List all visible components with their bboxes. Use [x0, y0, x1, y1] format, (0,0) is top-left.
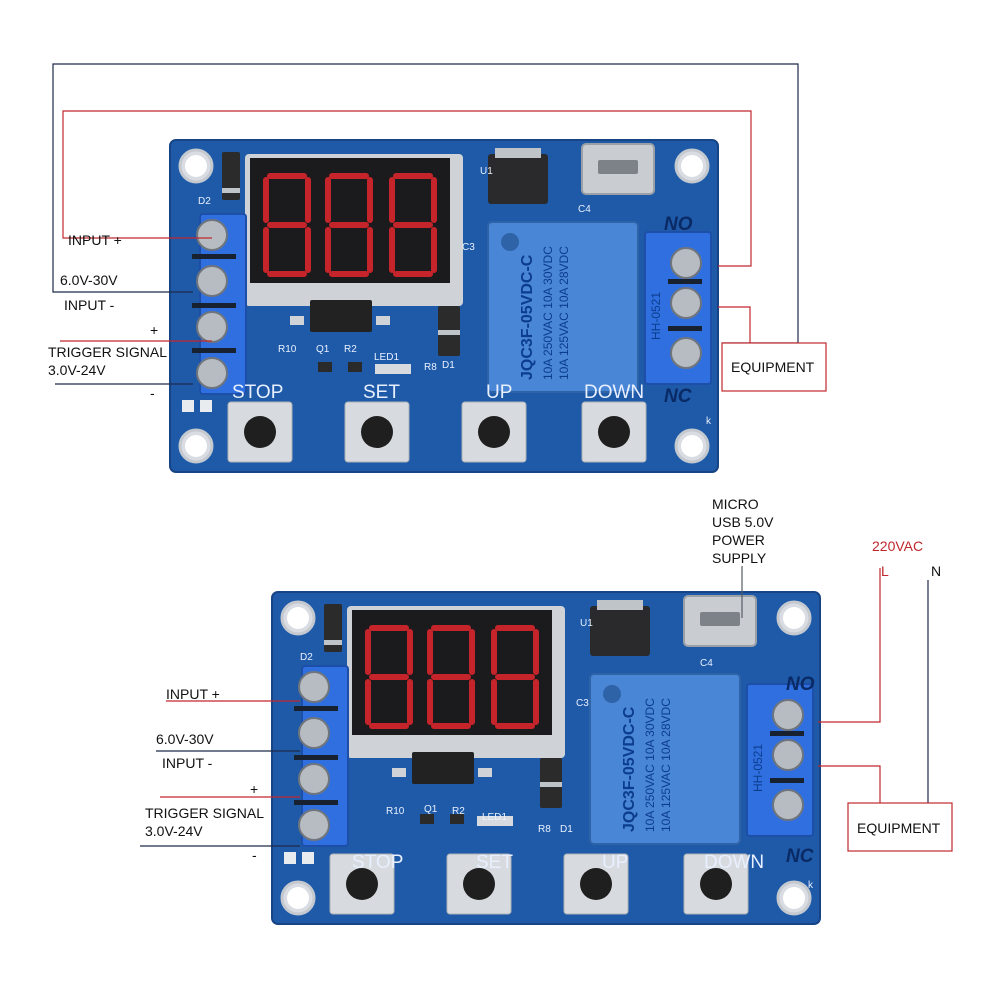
top-silk-d2: D2	[198, 196, 211, 207]
bottom-label-voltage-range: 6.0V-30V	[156, 731, 214, 747]
bottom-silk-u1: U1	[580, 618, 593, 629]
top-silk-u1: U1	[480, 166, 493, 177]
bottom-board: D2 U1 C4 C3 R10 Q1 R2 LED1 R8 D1 k STOP …	[270, 590, 822, 926]
bottom-label-equipment: EQUIPMENT	[857, 820, 941, 836]
bottom-label-trigger-range: 3.0V-24V	[145, 823, 203, 839]
top-label-input-minus: INPUT -	[64, 297, 115, 313]
top-relay-nc-label: NC	[664, 386, 692, 407]
bottom-label-trigger-signal: TRIGGER SIGNAL	[145, 805, 264, 821]
bottom-relay-spec-2: 10A 125VAC 10A 28VDC	[659, 698, 673, 832]
bottom-relay-no-label: NO	[786, 674, 815, 695]
usb-power-line-3: POWER	[712, 532, 765, 548]
bottom-silk-d1: D1	[560, 824, 573, 835]
bottom-silk-d2: D2	[300, 652, 313, 663]
top-board: D2 U1 C4 C3 R10 Q1 R2 LED1 R8 D1 k STOP …	[168, 138, 720, 474]
top-wire-input-plus-to-no	[62, 110, 752, 267]
bottom-silk-r10: R10	[386, 806, 405, 817]
ac-voltage-label: 220VAC	[872, 538, 923, 554]
bottom-silk-k: k	[808, 880, 814, 891]
top-label-trigger-signal: TRIGGER SIGNAL	[48, 344, 167, 360]
top-silk-c3: C3	[462, 242, 475, 253]
bottom-terminal-code: HH-0521	[751, 744, 765, 792]
top-equipment-box	[721, 342, 827, 392]
top-button-set-label: SET	[363, 382, 400, 403]
bottom-silk-led1: LED1	[482, 812, 507, 823]
bottom-silk-c3: C3	[576, 698, 589, 709]
bottom-label-input-minus: INPUT -	[162, 755, 213, 771]
top-label-voltage-range: 6.0V-30V	[60, 272, 118, 288]
top-label-equipment: EQUIPMENT	[731, 359, 815, 375]
top-label-input-plus: INPUT +	[68, 232, 122, 248]
usb-power-label: MICRO USB 5.0V POWER SUPPLY	[712, 496, 774, 566]
bottom-button-set-label: SET	[476, 852, 513, 873]
top-wiring	[52, 63, 827, 392]
bottom-equipment-box	[847, 802, 953, 852]
bottom-label-trigger-minus: -	[252, 847, 257, 863]
bottom-label-trigger-plus: +	[250, 781, 258, 797]
top-silk-k: k	[706, 416, 712, 427]
top-relay-no-label: NO	[664, 214, 693, 235]
top-relay-spec-2: 10A 125VAC 10A 28VDC	[557, 246, 571, 380]
bottom-relay-markings: JQC3F-05VDC-C 10A 250VAC 10A 30VDC 10A 1…	[621, 698, 673, 832]
bottom-relay-model: JQC3F-05VDC-C	[621, 706, 638, 832]
bottom-silk-c4: C4	[700, 658, 713, 669]
bottom-relay-nc-label: NC	[786, 846, 814, 867]
top-button-stop-label: STOP	[232, 382, 283, 403]
line-label: L	[881, 563, 889, 579]
top-silk-q1: Q1	[316, 344, 330, 355]
top-silk-led1: LED1	[374, 352, 399, 363]
bottom-button-up-label: UP	[602, 852, 628, 873]
top-button-down-label: DOWN	[584, 382, 644, 403]
bottom-wire-line-to-no	[818, 568, 881, 723]
bottom-relay-spec-1: 10A 250VAC 10A 30VDC	[643, 698, 657, 832]
top-silk-d1: D1	[442, 360, 455, 371]
bottom-silk-q1: Q1	[424, 804, 438, 815]
top-relay-markings: JQC3F-05VDC-C 10A 250VAC 10A 30VDC 10A 1…	[519, 246, 571, 380]
top-silk-c4: C4	[578, 204, 591, 215]
bottom-button-stop-label: STOP	[352, 852, 403, 873]
top-label-trigger-minus: -	[150, 385, 155, 401]
usb-power-line-4: SUPPLY	[712, 550, 767, 566]
top-silk-r10: R10	[278, 344, 297, 355]
neutral-label: N	[931, 563, 941, 579]
top-label-trigger-plus: +	[150, 322, 158, 338]
top-silk-r8: R8	[424, 362, 437, 373]
top-wire-com-to-equipment	[718, 306, 751, 343]
bottom-button-down-label: DOWN	[704, 852, 764, 873]
bottom-label-input-plus: INPUT +	[166, 686, 220, 702]
top-button-up-label: UP	[486, 382, 512, 403]
top-label-trigger-range: 3.0V-24V	[48, 362, 106, 378]
bottom-wiring	[140, 566, 953, 852]
usb-power-line-1: MICRO	[712, 496, 759, 512]
bottom-silk-r2: R2	[452, 806, 465, 817]
bottom-wire-com-to-equipment	[818, 765, 881, 803]
top-silk-r2: R2	[344, 344, 357, 355]
top-relay-spec-1: 10A 250VAC 10A 30VDC	[541, 246, 555, 380]
top-relay-model: JQC3F-05VDC-C	[519, 254, 536, 380]
bottom-silk-r8: R8	[538, 824, 551, 835]
top-terminal-code: HH-0521	[649, 292, 663, 340]
usb-power-line-2: USB 5.0V	[712, 514, 774, 530]
